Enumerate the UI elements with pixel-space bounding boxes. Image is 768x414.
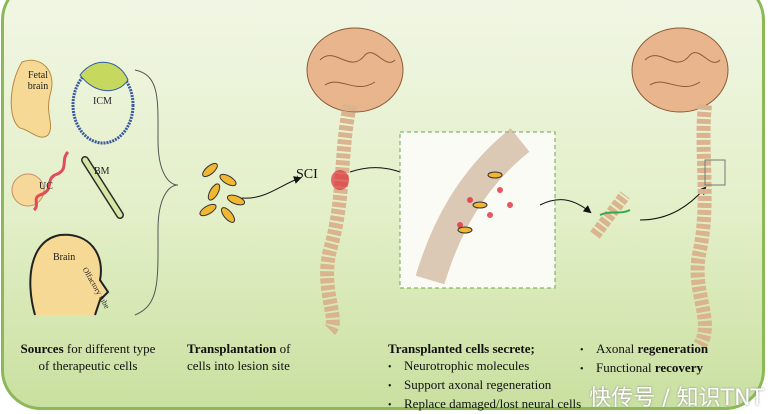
label-icm: ICM xyxy=(93,96,112,107)
caption-outcomes: Axonal regeneration Functional recovery xyxy=(580,340,708,378)
caption-secrete: Transplanted cells secrete; Neurotrophic… xyxy=(388,340,581,414)
outcome-text: Axonal xyxy=(596,341,638,356)
caption-sources-bold: Sources xyxy=(20,341,64,356)
label-brain: Brain xyxy=(53,252,76,263)
outcome-bold: recovery xyxy=(654,360,703,375)
spinal-cord-2 xyxy=(690,104,712,349)
outcome-item: Functional recovery xyxy=(580,359,708,378)
caption-transplant-rest: of cells into lesion site xyxy=(187,341,291,373)
secrete-item: Support axonal regeneration xyxy=(388,376,581,395)
arrow-to-recovery xyxy=(639,186,707,221)
outcome-text: Functional xyxy=(596,360,655,375)
watermark: 快传号 / 知识TNT xyxy=(589,386,764,411)
secrete-heading: Transplanted cells secrete; xyxy=(388,341,535,356)
label-fetal-brain: Fetal brain xyxy=(27,70,49,92)
label-uc: UC xyxy=(39,181,53,192)
brain-icon xyxy=(306,27,404,113)
arrow-to-sci xyxy=(241,176,302,199)
regenerating-segment xyxy=(590,191,630,239)
secrete-item: Replace damaged/lost neural cells xyxy=(388,395,581,414)
caption-sources-rest: for different type of therapeutic cells xyxy=(38,341,156,373)
label-sci: SCI xyxy=(296,167,318,182)
caption-transplant-bold: Transplantation xyxy=(187,341,277,356)
fetal-brain-icon xyxy=(10,59,53,138)
caption-sources: Sources for different type of therapeuti… xyxy=(18,340,158,374)
arrow-to-regenerating xyxy=(539,199,592,214)
lesion-site xyxy=(331,170,349,190)
grouping-brace xyxy=(134,69,179,316)
brain-icon-recovered xyxy=(631,27,729,113)
caption-transplant: Transplantation of cells into lesion sit… xyxy=(187,340,297,374)
head-brain-icon xyxy=(29,233,110,316)
label-bm: BM xyxy=(94,166,110,177)
spinal-cord-1 xyxy=(320,103,357,335)
outcome-item: Axonal regeneration xyxy=(580,340,708,359)
secrete-item: Neurotrophic molecules xyxy=(388,357,581,376)
transplant-cells-icon xyxy=(199,162,246,223)
outcome-bold: regeneration xyxy=(637,341,709,356)
